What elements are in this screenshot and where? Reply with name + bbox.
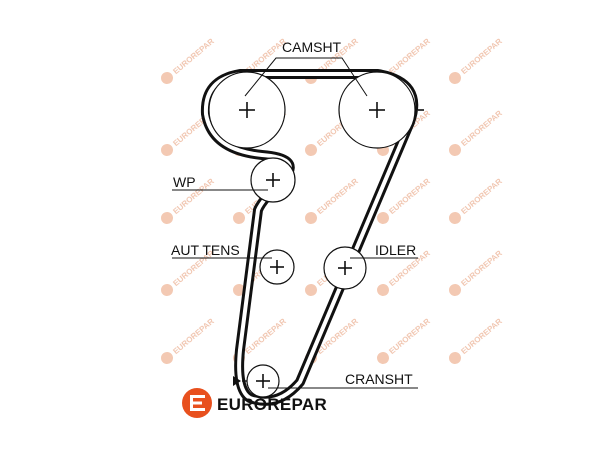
pulley-idler	[323, 246, 367, 290]
watermark-text: EUROREPAR	[459, 317, 504, 357]
label-crankshaft: CRANSHT	[345, 371, 413, 387]
watermark-mark: EUROREPAR	[161, 37, 216, 84]
label-camshaft: CAMSHT	[282, 39, 342, 55]
leader-camshaft	[244, 57, 368, 97]
watermark-text: EUROREPAR	[315, 177, 360, 217]
watermark-text: EUROREPAR	[459, 37, 504, 77]
watermark-mark: EUROREPAR	[377, 317, 432, 364]
watermark-text: EUROREPAR	[387, 37, 432, 77]
pulley-water-pump	[250, 157, 296, 203]
leader-lines	[172, 57, 418, 389]
plus-icon	[270, 260, 284, 274]
plus-icon	[256, 374, 270, 388]
watermark-text: EUROREPAR	[171, 317, 216, 357]
watermark-mark: EUROREPAR	[449, 177, 504, 224]
watermark-mark: EUROREPAR	[305, 177, 360, 224]
eurorepar-e-icon	[182, 388, 212, 418]
pulley-camshaft-right	[338, 71, 416, 149]
watermark-mark: EUROREPAR	[449, 37, 504, 84]
watermark-text: EUROREPAR	[459, 109, 504, 149]
plus-icon	[338, 261, 352, 275]
watermark-text: EUROREPAR	[171, 37, 216, 77]
watermark-mark: EUROREPAR	[449, 249, 504, 296]
pulley-auto-tensioner	[259, 249, 295, 285]
watermark-mark: EUROREPAR	[161, 317, 216, 364]
watermark-mark: EUROREPAR	[449, 317, 504, 364]
label-auto-tensioner: AUT TENS	[171, 242, 240, 258]
watermark-text: EUROREPAR	[243, 317, 288, 357]
watermark-text: EUROREPAR	[459, 249, 504, 289]
label-idler: IDLER	[375, 242, 416, 258]
brand-logo: EUROREPAR	[182, 388, 327, 418]
plus-icon	[239, 102, 255, 118]
plus-icon	[369, 102, 385, 118]
label-water-pump: WP	[173, 174, 196, 190]
pulley-crankshaft	[246, 364, 280, 398]
plus-icon	[266, 173, 280, 187]
triangle-pointer-icon	[233, 376, 241, 386]
pulley-camshaft-left	[208, 71, 286, 149]
watermark-text: EUROREPAR	[459, 177, 504, 217]
timing-mark-crankshaft	[233, 376, 247, 386]
watermark-text: EUROREPAR	[387, 317, 432, 357]
watermark-mark: EUROREPAR	[449, 109, 504, 156]
watermark-text: EUROREPAR	[387, 177, 432, 217]
brand-name: EUROREPAR	[217, 395, 327, 414]
